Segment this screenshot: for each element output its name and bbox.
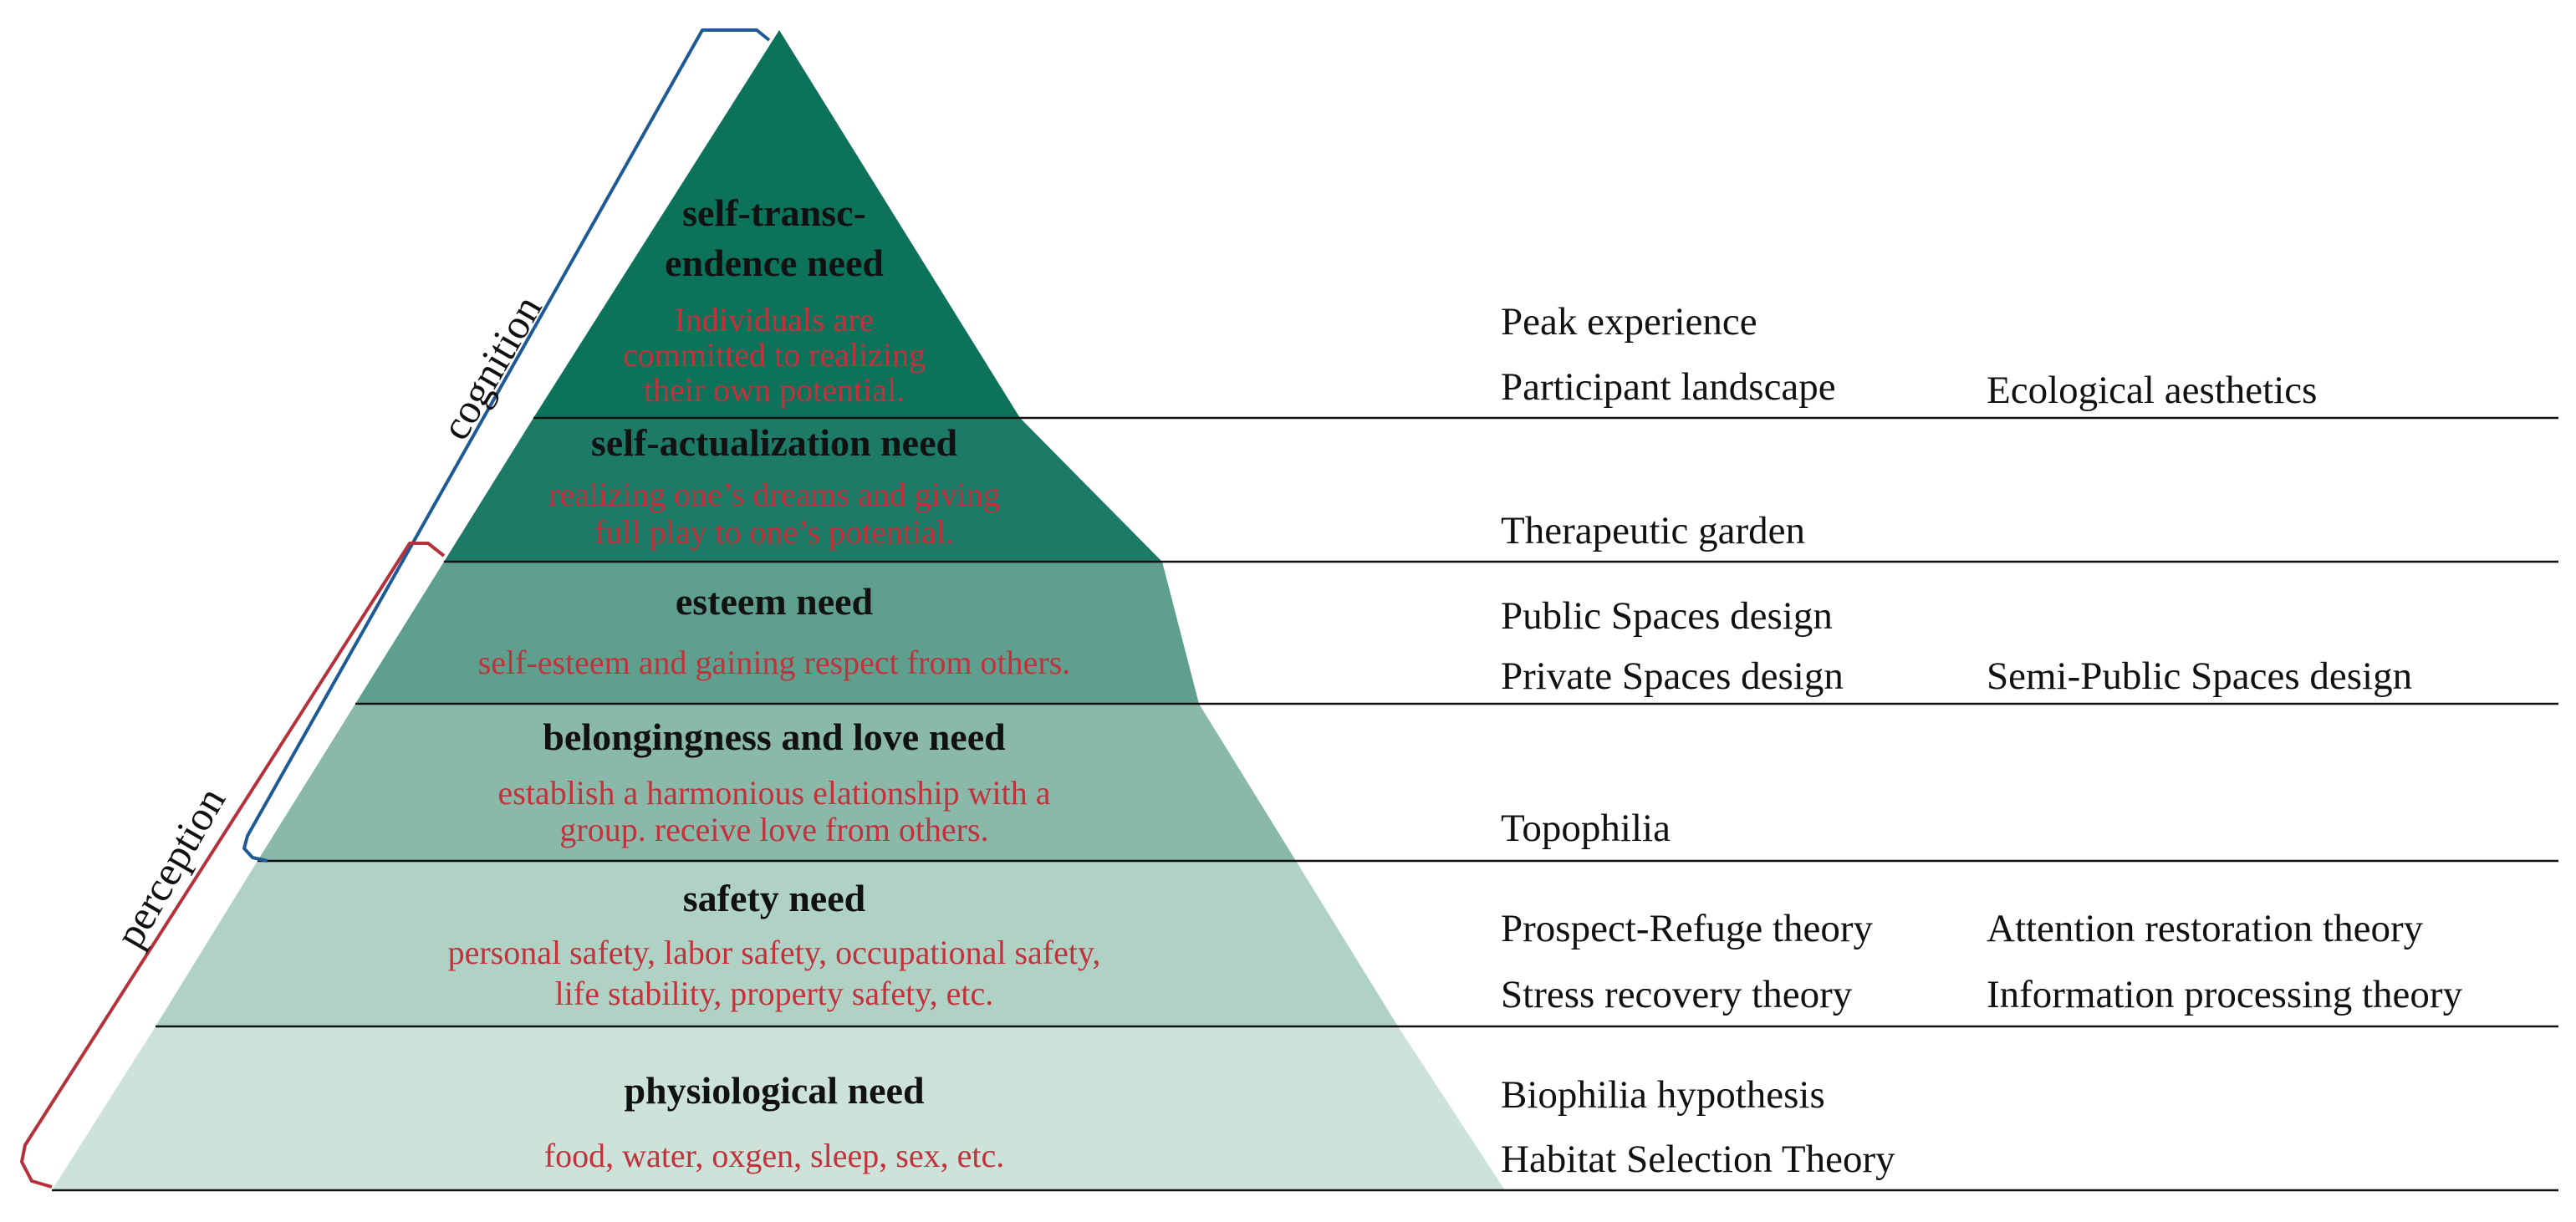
theory-item: Participant landscape bbox=[1501, 365, 1836, 409]
theory-item: Ecological aesthetics bbox=[1987, 369, 2317, 412]
level-physiological: physiological need food, water, oxgen, s… bbox=[544, 1069, 1004, 1174]
level-description: realizing one’s dreams and giving bbox=[548, 476, 1000, 513]
theory-item: Stress recovery theory bbox=[1501, 973, 1853, 1016]
level-title: self-actualization need bbox=[591, 421, 958, 464]
level-description: establish a harmonious elationship with … bbox=[498, 774, 1051, 812]
perception-label: perception bbox=[105, 779, 234, 955]
level-title: safety need bbox=[683, 877, 866, 919]
level-description: group. receive love from others. bbox=[559, 811, 988, 848]
band-safety bbox=[156, 861, 1398, 1026]
level-description: Individuals are bbox=[675, 301, 875, 339]
level-title: physiological need bbox=[624, 1069, 925, 1112]
band-physiological bbox=[52, 1026, 1505, 1190]
theory-item: Information processing theory bbox=[1987, 973, 2463, 1016]
cognition-bracket bbox=[242, 28, 771, 863]
theory-item: Topophilia bbox=[1501, 807, 1671, 850]
level-description: full play to one’s potential. bbox=[594, 513, 954, 551]
level-title: belongingness and love need bbox=[543, 715, 1006, 758]
level-description: personal safety, labor safety, occupatio… bbox=[448, 934, 1101, 971]
level-description: their own potential. bbox=[644, 371, 905, 409]
theory-item: Habitat Selection Theory bbox=[1501, 1138, 1895, 1181]
band-self-transcendence bbox=[533, 30, 1020, 418]
theory-item: Private Spaces design bbox=[1501, 654, 1844, 698]
level-description: self-esteem and gaining respect from oth… bbox=[478, 644, 1071, 681]
level-safety: safety need personal safety, labor safet… bbox=[448, 877, 1101, 1012]
level-belongingness: belongingness and love need establish a … bbox=[498, 715, 1051, 848]
theory-item: Public Spaces design bbox=[1501, 594, 1833, 638]
theory-item: Biophilia hypothesis bbox=[1501, 1073, 1825, 1117]
level-esteem: esteem need self-esteem and gaining resp… bbox=[478, 580, 1071, 681]
band-self-actualization bbox=[444, 418, 1162, 562]
level-self-actualization: self-actualization need realizing one’s … bbox=[548, 421, 1000, 551]
theory-item: Prospect-Refuge theory bbox=[1501, 907, 1874, 950]
pyramid bbox=[52, 30, 1505, 1190]
level-title: esteem need bbox=[676, 580, 874, 623]
theory-item: Peak experience bbox=[1501, 300, 1757, 344]
level-description: food, water, oxgen, sleep, sex, etc. bbox=[544, 1137, 1004, 1174]
theory-item: Attention restoration theory bbox=[1987, 907, 2424, 950]
level-title: endence need bbox=[665, 242, 884, 284]
level-description: life stability, property safety, etc. bbox=[555, 975, 994, 1012]
theory-item: Therapeutic garden bbox=[1501, 509, 1805, 552]
theory-item: Semi-Public Spaces design bbox=[1987, 654, 2412, 698]
perception-bracket bbox=[20, 542, 446, 1189]
band-belongingness bbox=[258, 704, 1296, 861]
level-title: self-transc- bbox=[682, 191, 866, 234]
dividers bbox=[52, 416, 2558, 1192]
level-description: committed to realizing bbox=[623, 336, 926, 374]
band-esteem bbox=[355, 562, 1199, 704]
theories: Peak experience Participant landscape Ec… bbox=[1501, 300, 2463, 1181]
level-self-transcendence: self-transc- endence need Individuals ar… bbox=[623, 191, 926, 409]
